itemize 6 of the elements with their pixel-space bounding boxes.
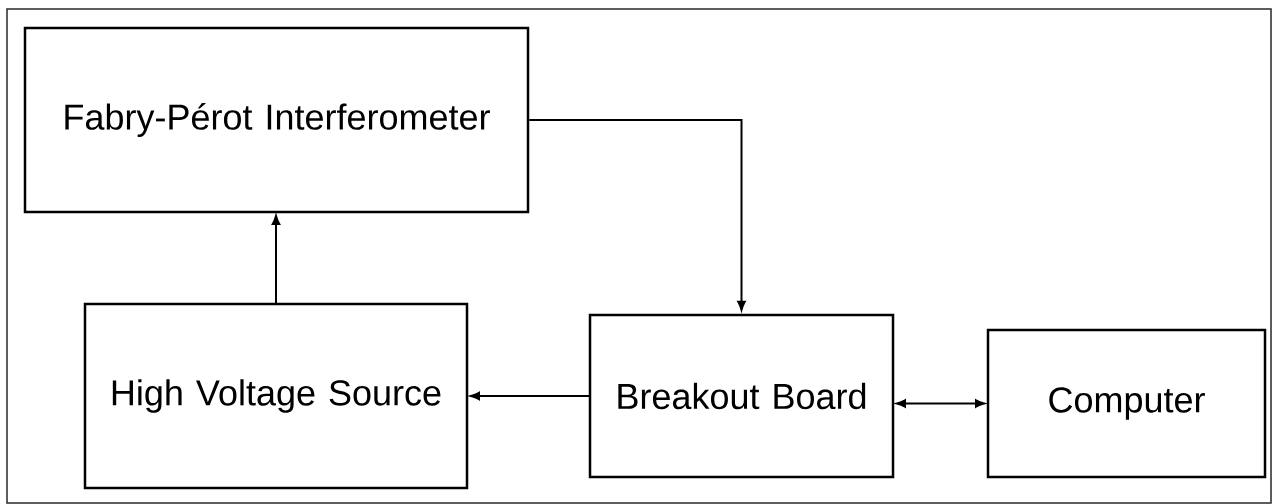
arrow — [271, 215, 281, 305]
arrow — [470, 391, 591, 401]
process-box: Fabry-Pérot Interferometer — [23, 26, 530, 214]
process-box: High Voltage Source — [83, 302, 469, 490]
process-box: Breakout Board — [588, 313, 895, 479]
process-box: Computer — [986, 328, 1267, 479]
